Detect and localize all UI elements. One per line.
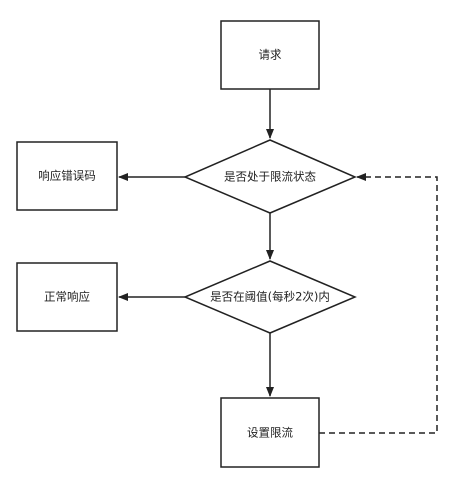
node-set-limit-label: 设置限流	[247, 426, 293, 440]
node-request-label: 请求	[259, 48, 282, 62]
node-within-threshold-label: 是否在阈值(每秒2次)内	[210, 290, 330, 304]
node-normal-response: 正常响应	[16, 262, 118, 332]
node-within-threshold: 是否在阈值(每秒2次)内	[183, 260, 357, 334]
node-is-limited-label: 是否处于限流状态	[224, 170, 316, 184]
edge-set-limit-to-is-limited-dashed	[319, 173, 438, 434]
node-is-limited: 是否处于限流状态	[183, 139, 357, 214]
node-error-code: 响应错误码	[16, 141, 118, 211]
node-normal-response-label: 正常响应	[44, 290, 90, 304]
node-request: 请求	[220, 20, 320, 90]
node-set-limit: 设置限流	[220, 397, 320, 468]
node-error-code-label: 响应错误码	[38, 169, 96, 183]
